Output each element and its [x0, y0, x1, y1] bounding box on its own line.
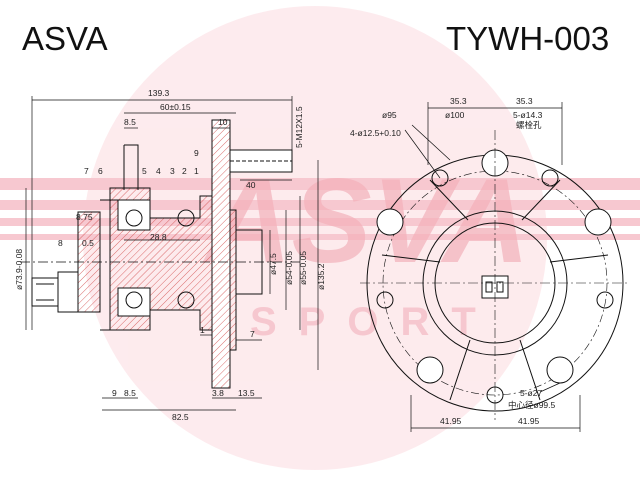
dim-bolt-thread: 5-M12X1.5 [294, 106, 304, 148]
side-view-dimensions: 139.3 60±0.15 8.5 10 40 8.75 0.5 28.8 9 … [14, 88, 326, 422]
dim-outer-diameter: ø73.9-0.08 [14, 249, 24, 290]
dim-pilot-length: 13.5 [238, 388, 255, 398]
front-view-dimension-lines [404, 102, 581, 432]
dim-bolt-holes: 5-ø14.3 [513, 110, 543, 120]
dim-bolt-length: 40 [246, 180, 256, 190]
dim-diameter-100: ø100 [445, 110, 465, 120]
side-view-dimension-lines [25, 96, 319, 411]
dim-bolt-offset-left: 35.3 [450, 96, 467, 106]
dim-pilot-diameter: ø47.5 [268, 253, 278, 275]
svg-text:ASVA: ASVA [202, 154, 530, 288]
callout-4: 4 [156, 166, 161, 176]
dim-flange-offset: 8.5 [124, 117, 136, 127]
dim-inner-offset-b: 8.5 [124, 388, 136, 398]
callout-1: 1 [194, 166, 199, 176]
note-bolt-hole: 螺栓孔 [516, 120, 542, 130]
callout-2: 2 [182, 166, 187, 176]
dim-step: 7 [250, 329, 255, 339]
callout-6: 6 [98, 166, 103, 176]
dim-gap: 0.5 [82, 238, 94, 248]
brand-title: ASVA [22, 20, 108, 57]
callout-8: 8 [58, 238, 63, 248]
dim-chamfer: 1 [200, 325, 205, 335]
dim-small-holes: 4-ø12.5+0.10 [350, 128, 401, 138]
dim-overall-length: 139.3 [148, 88, 170, 98]
dim-bore-depth: 8.75 [76, 212, 93, 222]
callout-7: 7 [84, 166, 89, 176]
dim-hub-diameter-a: ø54-0.05 [284, 251, 294, 285]
front-view-dimensions: 35.3 35.3 ø100 ø95 4-ø12.5+0.10 5-ø14.3 … [350, 96, 556, 426]
part-number: TYWH-003 [446, 20, 609, 57]
dim-hub-length: 60±0.15 [160, 102, 191, 112]
side-section-view [20, 119, 300, 389]
dim-pcd: 中心径ø99.5 [508, 400, 556, 410]
part-callouts: 7 6 5 4 3 2 1 9 8 [58, 148, 199, 248]
svg-text:SPORT: SPORT [250, 300, 498, 344]
asva-watermark: ASVA SPORT [0, 6, 640, 470]
dim-half-width-left: 41.95 [440, 416, 462, 426]
dim-inner-offset-a: 9 [112, 388, 117, 398]
dim-flange-thickness: 3.8 [212, 388, 224, 398]
dim-pcd-holes: 5-ø27 [520, 388, 542, 398]
dim-bolt-offset-right: 35.3 [516, 96, 533, 106]
dim-half-width-right: 41.95 [518, 416, 540, 426]
dim-flange-diameter: ø135.2 [316, 263, 326, 290]
dim-diameter-95: ø95 [382, 110, 397, 120]
callout-5: 5 [142, 166, 147, 176]
dim-bearing-span: 28.8 [150, 232, 167, 242]
callout-3: 3 [170, 166, 175, 176]
front-view [360, 130, 630, 420]
dim-flange-width: 10 [218, 117, 228, 127]
dim-hub-diameter-b: ø55-0.05 [298, 251, 308, 285]
dim-base-length: 82.5 [172, 412, 189, 422]
callout-9: 9 [194, 148, 199, 158]
